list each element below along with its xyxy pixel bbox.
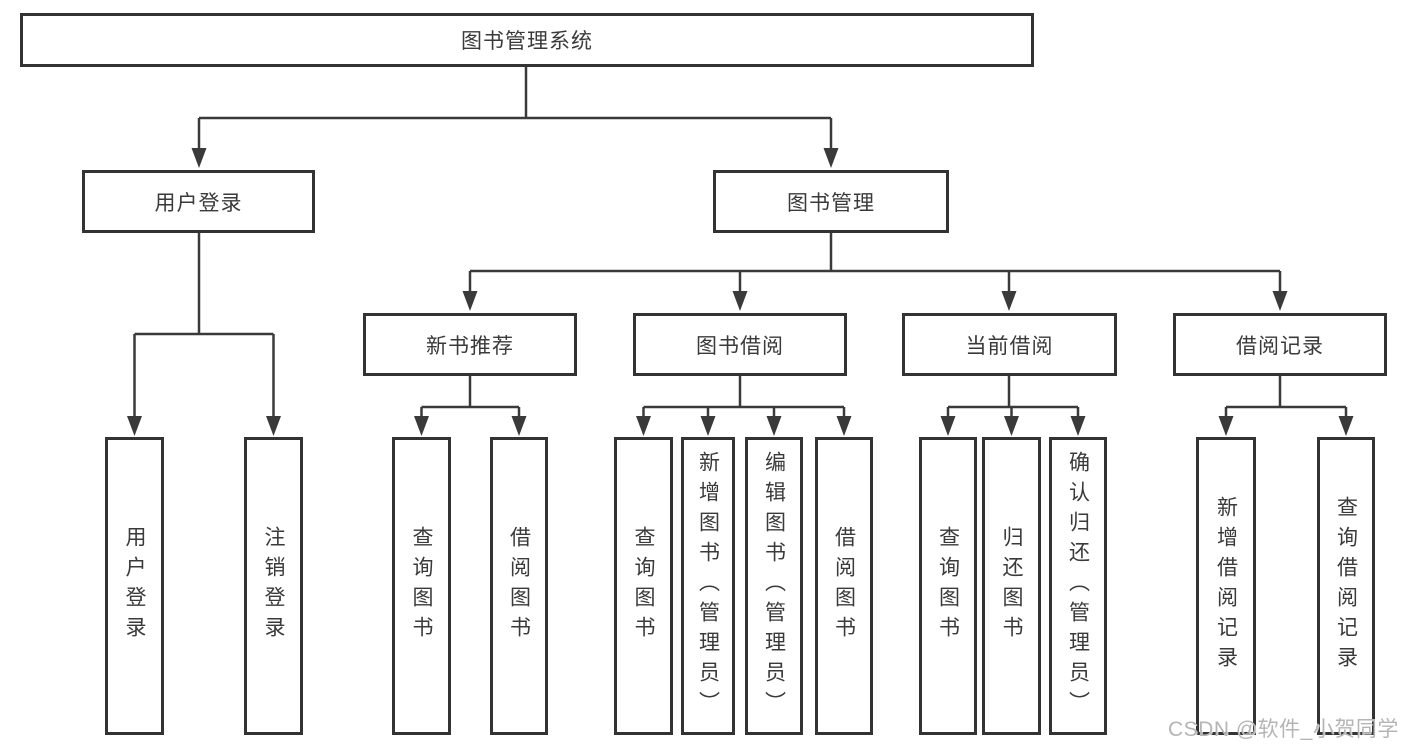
node-new-book-recommendation: 新书推荐 [363, 313, 577, 376]
leaf-query-books-recommend: 查询图书 [392, 437, 451, 735]
leaf-label: 查询借阅记录 [1334, 496, 1358, 676]
leaf-label: 编辑图书（管理员） [762, 451, 786, 721]
leaf-user-login: 用户登录 [105, 437, 164, 735]
arrowheads [127, 148, 1354, 436]
leaf-query-books-current: 查询图书 [919, 437, 977, 735]
csdn-watermark: CSDN @软件_小贺同学 [1168, 718, 1399, 741]
leaf-borrow-books-borrowing: 借阅图书 [815, 437, 873, 735]
leaf-label: 用户登录 [123, 526, 147, 646]
node-root: 图书管理系统 [20, 13, 1034, 67]
leaf-edit-book-admin: 编辑图书（管理员） [745, 437, 803, 735]
node-borrowing-records: 借阅记录 [1173, 313, 1387, 376]
leaf-add-borrow-record: 新增借阅记录 [1196, 437, 1256, 735]
leaf-borrow-books-recommend: 借阅图书 [490, 437, 548, 735]
leaf-label: 新增图书（管理员） [696, 451, 720, 721]
leaf-label: 借阅图书 [507, 526, 531, 646]
leaf-label: 确认归还（管理员） [1066, 451, 1090, 721]
leaf-label: 查询图书 [410, 526, 434, 646]
leaf-label: 查询图书 [632, 526, 656, 646]
leaf-confirm-return-admin: 确认归还（管理员） [1049, 437, 1107, 735]
leaf-query-books-borrowing: 查询图书 [614, 437, 673, 735]
leaf-label: 归还图书 [1000, 526, 1024, 646]
node-current-borrowing: 当前借阅 [902, 313, 1117, 376]
connector-shafts [133, 67, 1348, 418]
leaf-add-book-admin: 新增图书（管理员） [681, 437, 735, 735]
leaf-logout: 注销登录 [244, 437, 303, 735]
leaf-label: 借阅图书 [832, 526, 856, 646]
node-book-borrowing: 图书借阅 [633, 313, 847, 376]
node-user-login: 用户登录 [82, 170, 315, 233]
leaf-label: 注销登录 [262, 526, 286, 646]
leaf-return-book: 归还图书 [982, 437, 1041, 735]
leaf-label: 查询图书 [936, 526, 960, 646]
leaf-query-borrow-record: 查询借阅记录 [1317, 437, 1375, 735]
node-book-management: 图书管理 [713, 170, 949, 233]
leaf-label: 新增借阅记录 [1214, 496, 1238, 676]
